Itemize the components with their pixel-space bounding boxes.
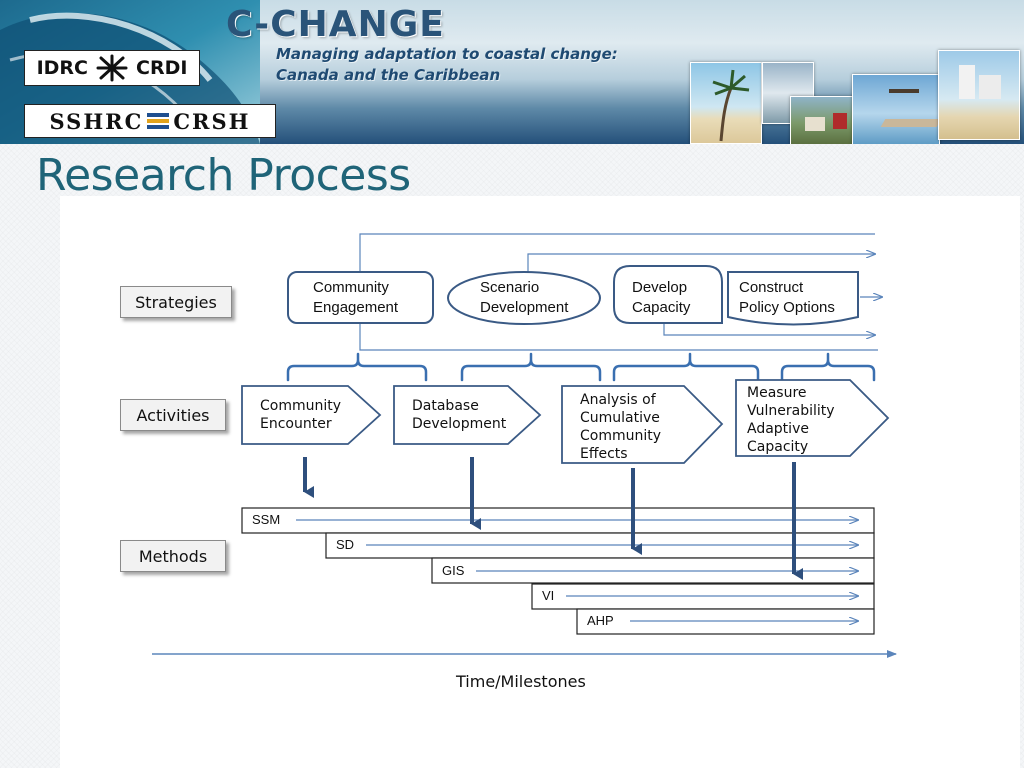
strategy-label-scenario-development: Scenario Development [480,278,568,318]
activity-node-shapes [241,379,890,464]
strategy-2-line-2: Development [480,299,569,316]
strategy-3-line-2: Capacity [632,299,691,316]
sshrc-label: SSHRC [49,108,144,134]
idrc-label: IDRC [36,57,88,79]
strategy-node-shapes [287,265,859,326]
strategy-node-construct-policy [727,271,859,326]
activity-node-analysis-cumulative [561,385,724,464]
activity-3-line-4: Effects [580,446,628,462]
crsh-label: CRSH [173,108,251,134]
activity-4-line-4: Capacity [747,439,809,455]
sshrc-crsh-logo: SSHRC CRSH [24,104,276,138]
method-label-vi: VI [542,588,555,603]
banner-title: C-CHANGE [226,4,445,45]
strategy-label-community-engagement: Community Engagement [313,278,398,318]
hotel-beach-photo [938,50,1020,140]
strategy-4-line-2: Policy Options [739,299,835,316]
method-label-ahp: AHP [587,613,614,628]
strategy-flow-lines [359,233,882,351]
row-label-methods: Methods [120,540,226,572]
timeline-label: Time/Milestones [456,672,586,691]
strategy-3-line-1: Develop [632,279,688,296]
strategy-activity-braces [286,352,876,382]
beach-palm-photo [690,62,762,144]
activity-2-line-1: Database [412,398,479,414]
header-banner: C-CHANGE Managing adaptation to coastal … [0,0,1024,144]
strategy-node-scenario-development [447,271,601,325]
row-label-activities: Activities [120,399,226,431]
crdi-label: CRDI [136,57,188,79]
activity-label-analysis-cumulative: Analysis of Cumulative Community Effects [580,391,661,463]
strategy-label-construct-policy: Construct Policy Options [739,278,835,318]
activity-label-database-development: Database Development [412,397,506,433]
idrc-star-icon [96,54,128,82]
activity-3-line-2: Cumulative [580,410,660,426]
idrc-crdi-logo: IDRC CRDI [24,50,200,86]
slide-title: Research Process [36,150,411,201]
strategy-node-develop-capacity [613,265,723,324]
row-label-strategies: Strategies [120,286,232,318]
activity-1-line-2: Encounter [260,416,332,432]
activity-label-community-encounter: Community Encounter [260,397,341,433]
banner-subtitle-line-1: Managing adaptation to coastal change: [276,45,618,63]
method-label-sd: SD [336,537,355,552]
banner-subtitle-line-2: Canada and the Caribbean [276,66,501,84]
activity-3-line-1: Analysis of [580,392,656,408]
strategy-2-line-1: Scenario [480,279,540,296]
method-label-ssm: SSM [252,512,281,527]
activity-to-method-arrows [303,457,803,580]
strategy-4-line-1: Construct [739,279,804,296]
sshrc-bars-icon [147,113,170,129]
strategy-label-develop-capacity: Develop Capacity [632,278,690,318]
activity-node-database-development [393,385,542,445]
activity-1-line-1: Community [260,398,342,414]
strategy-1-line-2: Engagement [313,299,399,316]
activity-node-measure-vulnerability [735,379,890,457]
activity-label-measure-vulnerability: Measure Vulnerability Adaptive Capacity [747,384,835,456]
activity-node-community-encounter [241,385,382,445]
activity-4-line-1: Measure [747,385,807,401]
banner-subtitle: Managing adaptation to coastal change: C… [276,44,618,86]
activity-3-line-3: Community [580,428,662,444]
activity-2-line-2: Development [412,416,507,432]
method-label-gis: GIS [442,563,465,578]
activity-4-line-3: Adaptive [747,421,809,437]
strategy-1-line-1: Community [313,279,389,296]
strategy-node-community-engagement [287,271,434,324]
activity-4-line-2: Vulnerability [747,403,835,419]
